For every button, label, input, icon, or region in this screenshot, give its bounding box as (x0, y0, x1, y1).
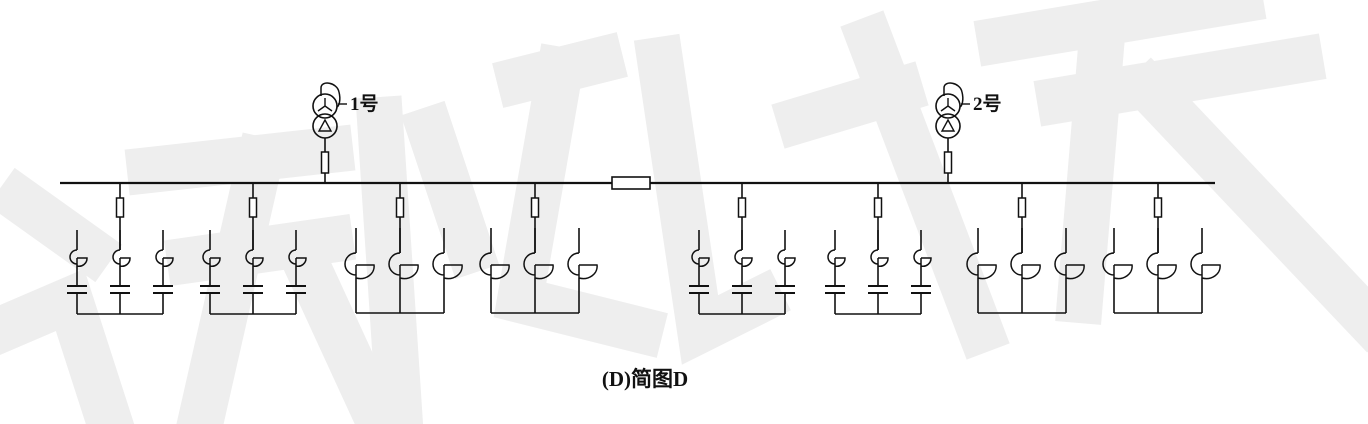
transformer-fuse-icon (943, 151, 953, 174)
transformer-label: 2号 (973, 93, 1002, 115)
wye-symbol-icon (940, 98, 956, 112)
load-switch-group (966, 183, 1085, 314)
switch-icon (567, 252, 598, 280)
switch-icon (155, 249, 174, 267)
switch-icon (734, 249, 753, 267)
delta-symbol-icon (317, 118, 333, 132)
switch-icon (777, 249, 796, 267)
switch-icon (1010, 252, 1041, 280)
feeder-fuse-icon (395, 197, 405, 218)
transformer-winding-wye-icon (935, 93, 961, 119)
transformer-2: 2号 (935, 82, 1002, 183)
switch-icon (288, 249, 307, 267)
switch-icon (245, 249, 264, 267)
delta-symbol-icon (940, 118, 956, 132)
capacitor-bank-group (200, 183, 307, 315)
feeder-fuse-icon (873, 197, 883, 218)
switch-icon (1190, 252, 1221, 280)
transformer-label: 1号 (350, 93, 379, 115)
switch-icon (1054, 252, 1085, 280)
switch-icon (1102, 252, 1133, 280)
feeder-fuse-icon (737, 197, 747, 218)
switch-icon (870, 249, 889, 267)
capacitor-bank-group (689, 183, 796, 315)
switch-icon (202, 249, 221, 267)
feeder-fuse-icon (1017, 197, 1027, 218)
switch-icon (69, 249, 88, 267)
load-switch-group (344, 183, 463, 314)
switch-icon (479, 252, 510, 280)
switch-icon (112, 249, 131, 267)
switch-icon (432, 252, 463, 280)
load-switch-group (479, 183, 598, 314)
switch-icon (344, 252, 375, 280)
switch-icon (1146, 252, 1177, 280)
diagram-caption: (D)简图D (601, 367, 689, 391)
feeder-fuse-icon (115, 197, 125, 218)
feeder-fuse-icon (1153, 197, 1163, 218)
load-switch-group (1102, 183, 1221, 314)
transformer-winding-wye-icon (312, 93, 338, 119)
feeder-fuse-icon (248, 197, 258, 218)
bus-tie-breaker-icon (611, 176, 651, 190)
switch-icon (913, 249, 932, 267)
switch-icon (523, 252, 554, 280)
transformer-fuse-icon (320, 151, 330, 174)
transformer-1: 1号 (312, 82, 379, 183)
switch-icon (966, 252, 997, 280)
feeder-fuse-icon (530, 197, 540, 218)
wye-symbol-icon (317, 98, 333, 112)
capacitor-bank-group (825, 183, 932, 315)
switch-icon (388, 252, 419, 280)
switch-icon (691, 249, 710, 267)
capacitor-bank-group (67, 183, 174, 315)
switch-icon (827, 249, 846, 267)
